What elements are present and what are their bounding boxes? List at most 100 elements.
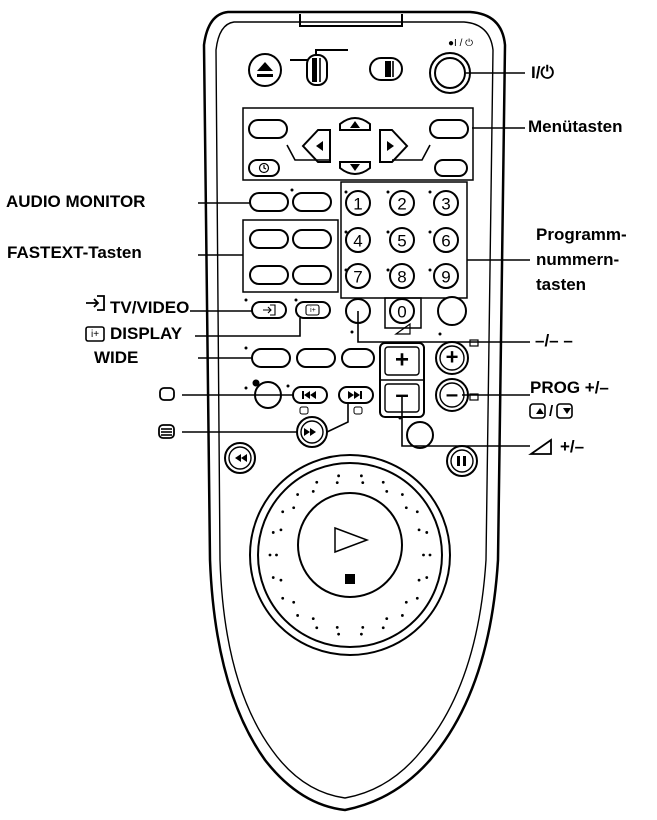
fast-forward-button[interactable] — [296, 416, 328, 448]
display-button[interactable]: i+ — [295, 301, 331, 319]
arrow-right-button[interactable] — [379, 129, 409, 163]
menu-ok-button[interactable] — [434, 159, 468, 177]
dial-dot — [292, 600, 296, 604]
numeric-key-label: 1 — [353, 195, 362, 214]
dial-dot — [337, 632, 341, 636]
row-button-2[interactable] — [296, 348, 336, 368]
display-label-icon: i+ — [85, 326, 105, 342]
timer-button[interactable] — [248, 159, 280, 177]
tv-video-label: TV/VIDEO — [110, 298, 190, 317]
wide-button[interactable] — [251, 348, 291, 368]
mode-switch[interactable] — [290, 49, 348, 86]
dial-dot — [335, 481, 339, 485]
rewind-button[interactable] — [224, 442, 256, 474]
dial-dot — [311, 617, 315, 621]
fastext-label: FASTEXT-Tasten — [7, 243, 142, 262]
input-select-icon — [263, 304, 276, 316]
timer-icon — [258, 162, 270, 174]
fastext-frame — [242, 219, 339, 293]
dial-dot — [315, 480, 319, 484]
numeric-key-5[interactable]: 5 — [389, 227, 415, 253]
dial-dot — [425, 531, 429, 534]
fastext-red-button[interactable] — [249, 229, 289, 249]
dial-dot — [385, 617, 389, 621]
volume-icon — [528, 438, 552, 455]
eject-icon — [257, 62, 273, 77]
svg-text:i+: i+ — [91, 329, 99, 340]
jog-dial[interactable] — [249, 454, 451, 656]
prog-plus-button[interactable]: + — [435, 341, 469, 375]
dial-dot — [404, 506, 408, 510]
tv-label-icon — [159, 387, 175, 401]
menu-left-button[interactable] — [248, 119, 288, 139]
numeric-key-9[interactable]: 9 — [433, 263, 459, 289]
row-button-3[interactable] — [341, 348, 375, 368]
dial-dot — [296, 614, 300, 617]
dial-dot — [385, 489, 389, 493]
dial-dot — [359, 632, 363, 636]
teletext-label-icons: / — [529, 403, 573, 420]
teletext-small-icon — [353, 406, 363, 415]
arrow-down-icon — [350, 164, 360, 171]
power-button[interactable]: ●I / ⏻ — [429, 38, 473, 94]
numeric-key-label: 3 — [441, 195, 450, 214]
dial-dot — [400, 614, 404, 617]
numeric-key-label: 2 — [397, 195, 406, 214]
dial-dot — [415, 510, 419, 514]
numeric-key-3[interactable]: 3 — [433, 190, 459, 216]
audio-monitor-button-a[interactable] — [249, 192, 289, 212]
play-stop-button[interactable] — [297, 492, 403, 598]
fastext-blue-button[interactable] — [292, 265, 332, 285]
display-label: DISPLAY — [110, 324, 183, 343]
power-label: I/⏻ — [531, 63, 554, 82]
prev-button[interactable] — [292, 386, 328, 404]
numeric-key-7[interactable]: 7 — [345, 263, 371, 289]
volume-rocker: + – — [379, 342, 425, 418]
play-icon — [334, 526, 370, 554]
dial-dot — [359, 474, 363, 478]
dial-dot — [281, 510, 285, 514]
pause-button[interactable] — [446, 445, 478, 477]
volume-plus-area[interactable] — [384, 346, 420, 376]
numeric-key-6[interactable]: 6 — [433, 227, 459, 253]
dial-dot — [315, 626, 319, 630]
fastext-green-button[interactable] — [292, 229, 332, 249]
power-small-label: ●I / ⏻ — [448, 38, 473, 49]
pause-icon — [457, 456, 466, 466]
volume-plus-label: + — [395, 347, 409, 374]
dial-dot — [381, 626, 385, 630]
toggle-switch[interactable] — [369, 57, 403, 81]
numeric-key-0[interactable]: 0 — [389, 298, 415, 324]
next-button[interactable] — [338, 386, 374, 404]
dash-label: –/– – — [535, 331, 573, 350]
audio-monitor-button[interactable] — [292, 192, 332, 212]
arrow-up-icon — [350, 121, 360, 128]
numeric-key-2[interactable]: 2 — [389, 190, 415, 216]
tv-video-button[interactable] — [251, 301, 287, 319]
menu-right-button[interactable] — [429, 119, 469, 139]
fastext-yellow-button[interactable] — [249, 265, 289, 285]
extra-button[interactable] — [437, 296, 467, 326]
numeric-key-label: 4 — [353, 232, 362, 251]
dial-dot — [292, 506, 296, 510]
dial-dot — [381, 480, 385, 484]
arrow-down-button[interactable] — [339, 161, 371, 175]
arrow-up-button[interactable] — [339, 117, 371, 131]
prog-minus-button[interactable]: – — [435, 378, 469, 412]
arrow-left-button[interactable] — [301, 129, 331, 163]
dial-dot — [417, 578, 421, 582]
teletext-icon — [158, 424, 175, 439]
extra-round-button[interactable] — [406, 421, 434, 449]
numeric-key-4[interactable]: 4 — [345, 227, 371, 253]
dial-dot — [281, 596, 285, 600]
dial-dot — [400, 493, 404, 496]
dial-dot — [279, 578, 283, 582]
numeric-key-label: 9 — [441, 268, 450, 287]
numeric-key-label: 6 — [441, 232, 450, 251]
numeric-key-8[interactable]: 8 — [389, 263, 415, 289]
eject-button[interactable] — [248, 53, 282, 87]
numeric-key-1[interactable]: 1 — [345, 190, 371, 216]
dial-dot — [428, 553, 432, 557]
display-icon: i+ — [305, 304, 320, 316]
